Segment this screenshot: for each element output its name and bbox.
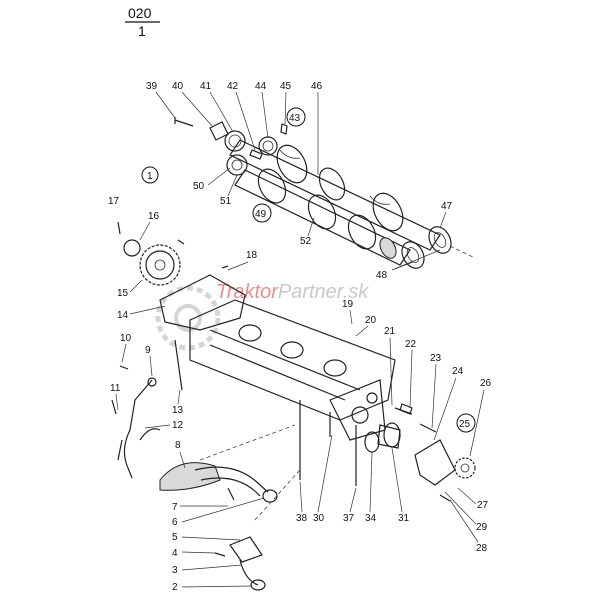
part-number: 27 — [477, 500, 489, 511]
part-number: 16 — [148, 211, 160, 222]
part-number: 3 — [172, 565, 178, 576]
stud-13 — [174, 339, 183, 391]
part-40 — [209, 121, 229, 141]
part-number: 19 — [342, 299, 354, 310]
assembly-guide-lines — [199, 424, 301, 521]
circle-label-25: 25 — [456, 413, 476, 433]
timing-gear — [117, 221, 181, 286]
key-42 — [249, 149, 263, 160]
circle-label-49: 49 — [252, 203, 272, 223]
camshaft-lower — [234, 168, 411, 266]
watermark-gear-hub — [174, 304, 202, 332]
part-number: 17 — [108, 196, 120, 207]
part-number: 40 — [172, 81, 184, 92]
part-number: 22 — [405, 339, 417, 350]
part-number: 45 — [280, 81, 292, 92]
bearing-47 — [428, 226, 452, 254]
small-bolts — [177, 239, 229, 269]
watermark-brand-grey: Partner.sk — [278, 281, 369, 303]
studs-37-38 — [299, 425, 357, 486]
watermark-gear-icon — [155, 285, 221, 351]
circle-label-49-text: 49 — [255, 209, 267, 220]
circle-label-43: 43 — [286, 107, 306, 127]
watermark: TraktorPartner.sk — [155, 281, 369, 351]
part-number: 14 — [117, 310, 129, 321]
watermark-text: TraktorPartner.sk — [216, 281, 369, 303]
axis-line-upper — [449, 245, 476, 259]
part-number: 42 — [227, 81, 239, 92]
part-number: 44 — [255, 81, 267, 92]
camshaft-upper — [229, 139, 441, 251]
circle-label-1: 1 — [141, 166, 159, 184]
part-number: 51 — [220, 196, 232, 207]
part-number: 10 — [120, 333, 132, 344]
part-labels: 39 40 41 42 44 45 46 50 51 47 52 17 16 1… — [108, 81, 492, 593]
part-number: 5 — [172, 532, 178, 543]
sheet-number: 1 — [138, 23, 146, 39]
part-number: 28 — [476, 543, 488, 554]
part-number: 38 — [296, 513, 308, 524]
part-number: 52 — [300, 236, 312, 247]
part-number: 46 — [311, 81, 323, 92]
circle-label-1-text: 1 — [147, 171, 153, 182]
part-number: 31 — [398, 513, 410, 524]
dipstick-tube — [111, 365, 161, 479]
gear-44 — [258, 136, 278, 156]
oil-strainer — [159, 462, 278, 503]
part-number: 30 — [313, 513, 325, 524]
bolt-39 — [174, 117, 194, 127]
part-number: 50 — [193, 181, 205, 192]
gear-41 — [224, 130, 246, 152]
part-number: 8 — [175, 440, 181, 451]
part-number: 18 — [246, 250, 258, 261]
part-number: 4 — [172, 548, 178, 559]
part-number: 6 — [172, 517, 178, 528]
oil-pipe-lower — [214, 536, 266, 591]
part-number: 47 — [441, 201, 453, 212]
part-number: 34 — [365, 513, 377, 524]
part-number: 21 — [384, 326, 396, 337]
part-number: 9 — [145, 345, 151, 356]
part-number: 37 — [343, 513, 355, 524]
part-number: 15 — [117, 288, 129, 299]
oil-pump-assembly — [364, 403, 476, 502]
bolt-17 — [117, 221, 121, 235]
part-number: 29 — [476, 522, 488, 533]
part-number: 7 — [172, 502, 178, 513]
part-number: 13 — [172, 405, 184, 416]
circle-label-43-text: 43 — [289, 113, 301, 124]
plate-14 — [159, 274, 246, 331]
bearing-48 — [401, 241, 425, 269]
circle-label-25-text: 25 — [459, 419, 471, 430]
key-45 — [280, 123, 288, 135]
part-number: 24 — [452, 366, 464, 377]
part-number: 48 — [376, 270, 388, 281]
group-number: 020 — [128, 5, 152, 21]
part-number: 2 — [172, 582, 178, 593]
part-number: 23 — [430, 353, 442, 364]
part-number: 39 — [146, 81, 158, 92]
part-number: 11 — [110, 383, 121, 394]
part-number: 41 — [200, 81, 212, 92]
part-number: 20 — [365, 315, 377, 326]
part-number: 12 — [172, 420, 184, 431]
watermark-brand-red: Traktor — [216, 281, 279, 303]
part-number: 26 — [480, 378, 492, 389]
